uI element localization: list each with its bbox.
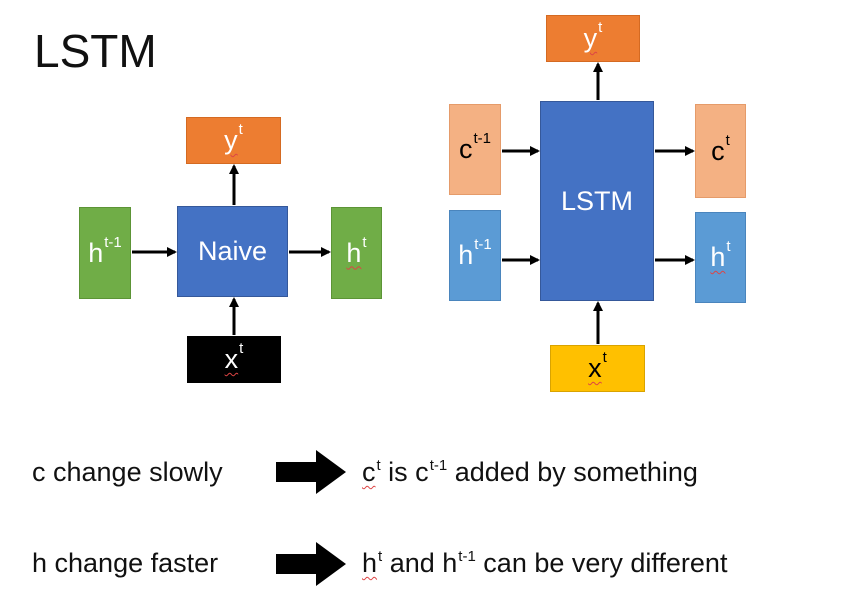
note-h-right-end: can be very different [475,548,728,578]
note-c-right-b-sup: t-1 [429,457,448,474]
page-title: LSTM [34,25,157,77]
naive-h-out-base: h [346,237,362,268]
lstm-x-in-base: x [588,353,602,383]
thick-arrow-icon [276,542,346,586]
naive-cell: Naive [177,206,288,297]
lstm-h-out-base: h [710,242,726,272]
naive-h-in-base: h [88,237,104,268]
lstm-h-out-sup: t [726,238,731,255]
lstm-h-in-sup: t-1 [474,236,492,253]
naive-h-in-sup: t-1 [104,233,122,251]
lstm-c-out-base: c [711,135,725,166]
naive-output-y-base: y [224,125,238,155]
lstm-output-y-base: y [583,23,598,53]
note-c-right-a-sup: t [376,457,381,474]
lstm-c-in-base: c [458,134,473,164]
note-h-right-b-sup: t-1 [458,548,476,565]
lstm-x-in-sup: t [602,349,607,366]
naive-output-y-sup: t [238,121,243,138]
thick-arrow-icon [276,450,346,494]
lstm-c-out-sup: t [725,131,730,149]
lstm-cell-label: LSTM [560,185,633,216]
note-c-right-a: c [362,457,376,487]
note-h-right-a: h [362,548,378,578]
naive-cell-label: Naive [197,236,268,266]
note-c-right: ct is ct-1 added by something [362,457,698,487]
note-c-right-end: added by something [447,457,698,487]
note-h-right-mid: and h [382,548,458,578]
lstm-cell: LSTM [540,101,654,301]
note-c-left: c change slowly [32,457,223,487]
lstm-output-y-sup: t [598,19,603,36]
lstm-h-in-base: h [458,240,474,270]
note-h-right: ht and ht-1 can be very different [362,548,728,578]
naive-h-out-sup: t [362,233,367,251]
note-c-right-mid: is c [380,457,429,487]
note-h-right-a-sup: t [378,548,383,565]
naive-x-in-sup: t [239,340,244,357]
lstm-c-in-sup: t-1 [473,130,491,147]
note-h-left: h change faster [32,548,219,578]
naive-x-in-base: x [224,344,239,374]
